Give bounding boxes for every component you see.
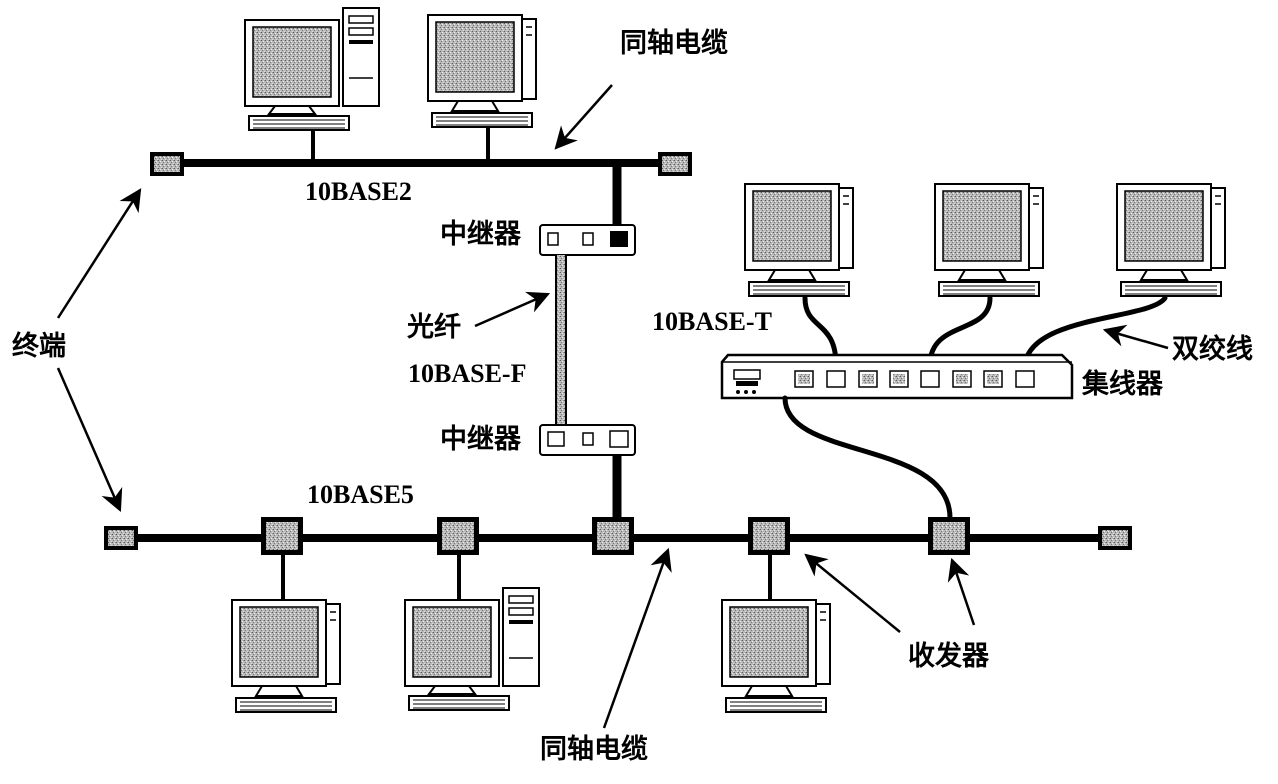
- computer-hub-1: [744, 183, 854, 297]
- label-10baset: 10BASE-T: [652, 307, 772, 336]
- transceiver-5: [928, 517, 970, 555]
- labels: 同轴电缆 10BASE2 中继器 光纤 10BASE-F 中继器 终端 10BA…: [12, 28, 1253, 765]
- computer-hub-3: [1116, 183, 1226, 297]
- terminator-top-left: [150, 152, 184, 176]
- computer-hub-2: [934, 183, 1044, 297]
- transceiver-3: [592, 517, 634, 555]
- transceiver-4: [748, 517, 790, 555]
- segment-10baset: [720, 183, 1226, 521]
- label-hub: 集线器: [1081, 368, 1164, 400]
- label-10base5: 10BASE5: [307, 480, 414, 509]
- terminator-top-right: [658, 152, 692, 176]
- label-fiber: 光纤: [406, 312, 461, 343]
- terminator-bottom-left: [104, 526, 138, 550]
- twisted-pair-cable-1: [802, 295, 839, 368]
- label-repeater-bottom: 中继器: [440, 423, 522, 455]
- repeater-bottom-device: [539, 424, 636, 456]
- computer-top-1: [244, 7, 380, 131]
- label-terminator: 终端: [12, 330, 66, 362]
- computer-bottom-1: [231, 599, 341, 713]
- computer-bottom-2: [404, 587, 540, 711]
- hub-to-transceiver-cable: [782, 395, 953, 521]
- label-transceiver: 收发器: [908, 640, 990, 672]
- label-twisted-pair: 双绞线: [1172, 333, 1253, 365]
- twisted-pair-cable-3: [1022, 295, 1168, 368]
- fiber-cable: [557, 255, 565, 430]
- label-coax-top: 同轴电缆: [620, 28, 728, 59]
- hub-device: [720, 353, 1074, 400]
- terminator-bottom-right: [1098, 526, 1132, 550]
- segment-10base5: [104, 517, 1132, 713]
- transceiver-1: [261, 517, 303, 555]
- pointer-arrows: [56, 84, 1169, 729]
- transceiver-2: [437, 517, 479, 555]
- label-coax-bottom: 同轴电缆: [540, 734, 648, 765]
- label-10basef: 10BASE-F: [408, 359, 526, 388]
- computer-bottom-3: [721, 599, 831, 713]
- label-10base2: 10BASE2: [305, 177, 412, 206]
- computer-top-2: [427, 14, 537, 128]
- twisted-pair-cable-2: [927, 295, 993, 368]
- segment-10base2: [150, 7, 692, 226]
- repeater-top-device: [539, 224, 636, 256]
- label-repeater-top: 中继器: [440, 218, 522, 250]
